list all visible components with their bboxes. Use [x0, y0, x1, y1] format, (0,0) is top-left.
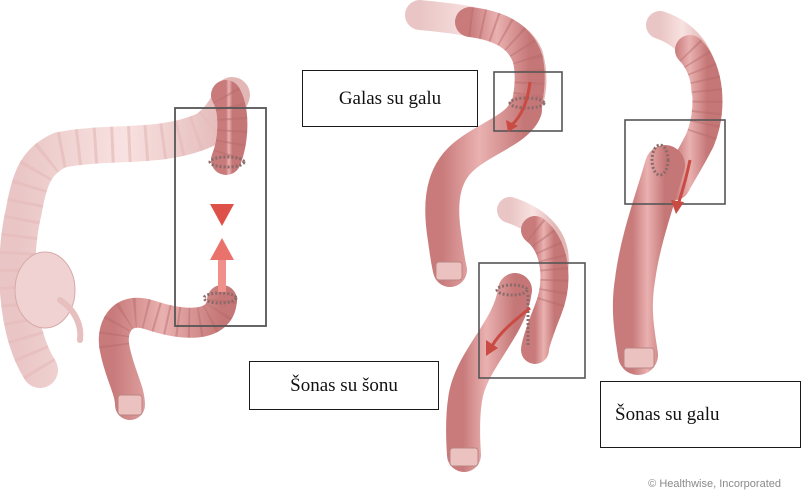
- colon-overview: [15, 95, 266, 415]
- side-to-end-figure: [624, 25, 725, 368]
- side-to-end-label: Šonas su galu: [600, 381, 801, 448]
- descending-colon-upper: [226, 95, 232, 160]
- cecum: [15, 252, 75, 328]
- side-to-side-figure: [450, 210, 585, 466]
- end-to-end-label: Galas su galu: [302, 70, 478, 127]
- side-to-end-label-text: Šonas su galu: [615, 404, 720, 426]
- rectum-end: [118, 395, 142, 415]
- merge-arrows-icon: [210, 172, 234, 292]
- end-to-end-label-text: Galas su galu: [339, 88, 441, 110]
- side-to-side-label: Šonas su šonu: [249, 361, 439, 410]
- side-to-side-label-text: Šonas su šonu: [290, 375, 398, 397]
- copyright-credit: © Healthwise, Incorporated: [648, 478, 781, 490]
